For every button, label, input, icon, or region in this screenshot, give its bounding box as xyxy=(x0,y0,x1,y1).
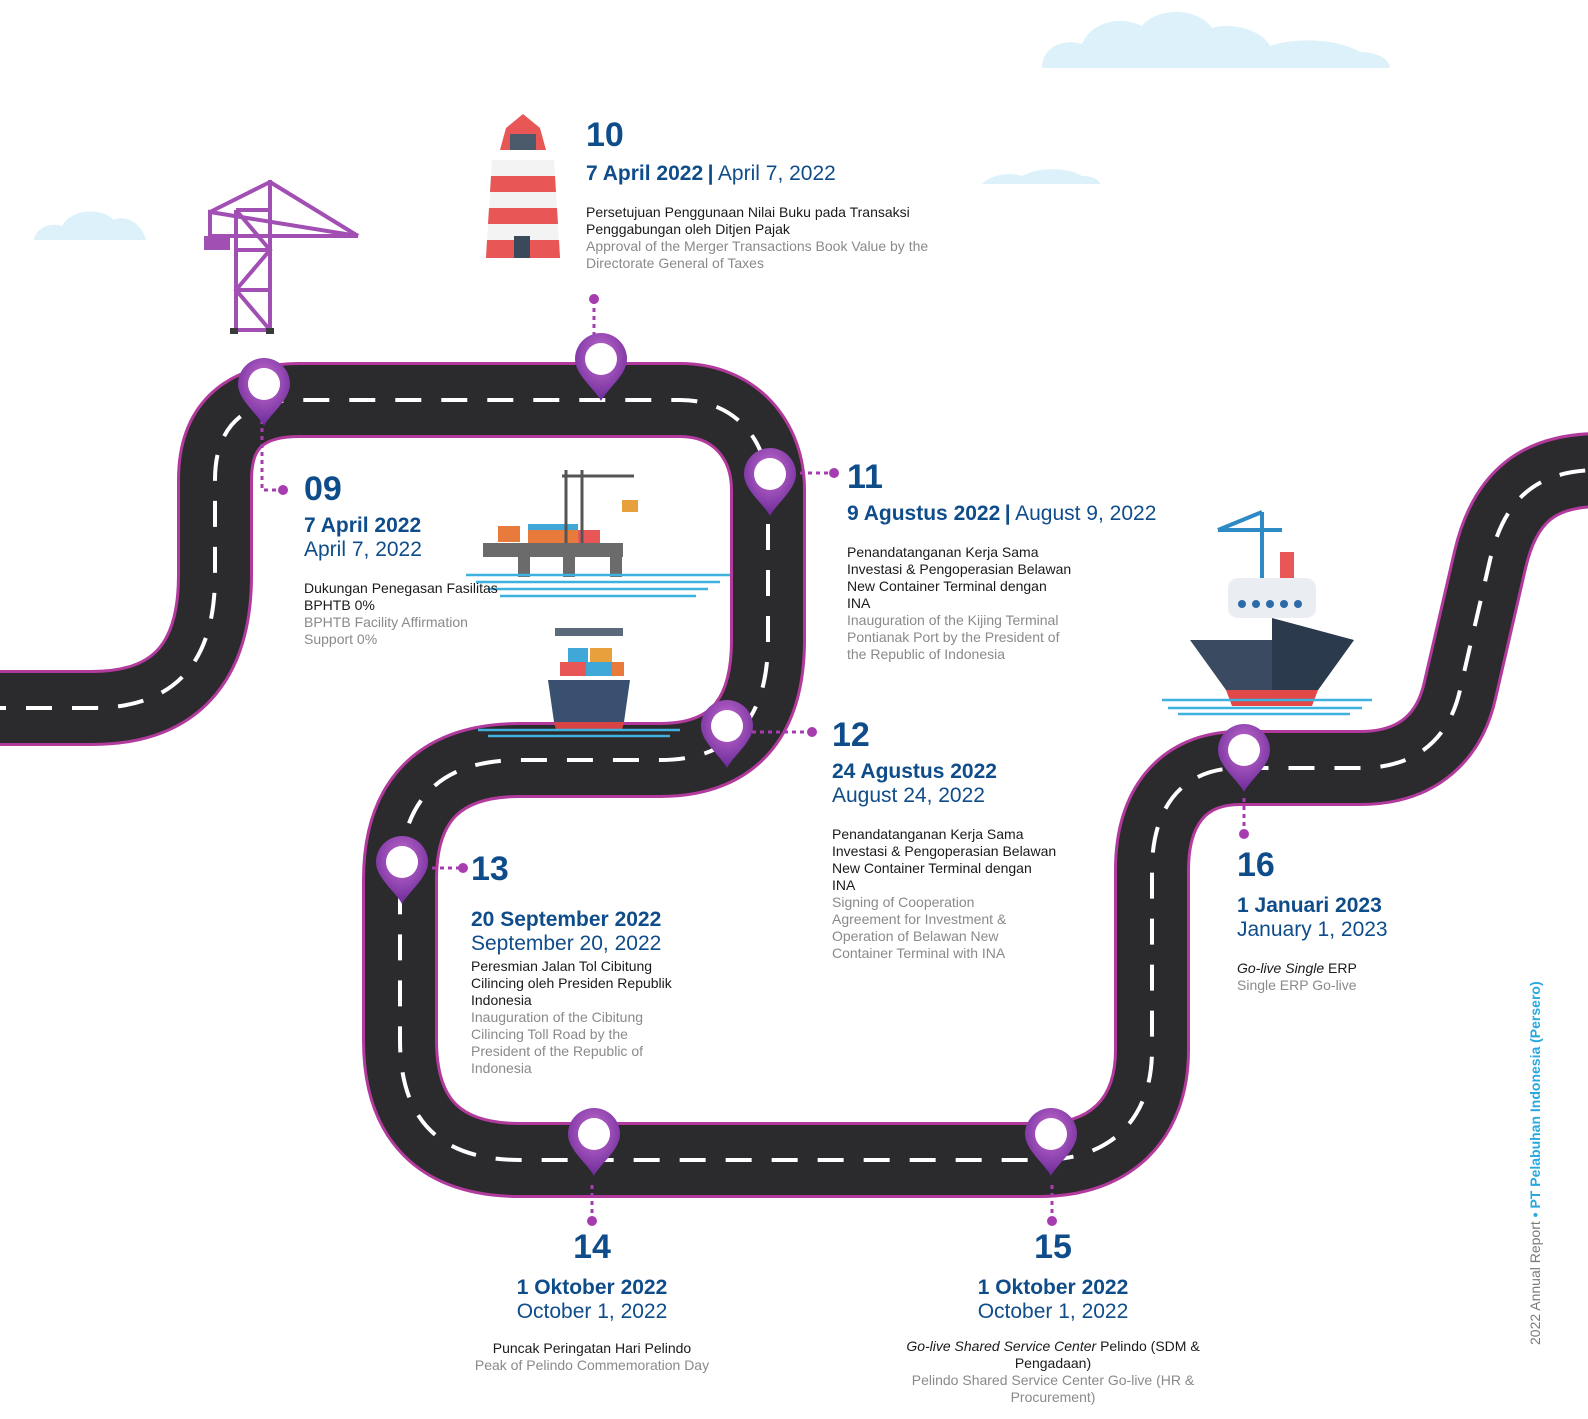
milestone-text-id-italic: Go-live Shared Service Center xyxy=(906,1338,1097,1354)
milestone-number: 14 xyxy=(573,1228,611,1266)
cloud-icon xyxy=(982,169,1100,184)
milestone-date-en: September 20, 2022 xyxy=(471,932,662,955)
milestone-date-id: 7 April 2022 xyxy=(304,514,422,537)
milestone-11: 11 9 Agustus 2022 | August 9, 2022 Penan… xyxy=(847,460,1187,663)
milestone-15: 15 1 Oktober 2022 October 1, 2022 Go-liv… xyxy=(900,1230,1206,1406)
milestone-text-en: Inauguration of the Kijing Terminal Pont… xyxy=(847,612,1060,662)
milestone-text-id: Penandatanganan Kerja Sama Investasi & P… xyxy=(832,826,1057,893)
milestone-text-id: Dukungan Penegasan Fasilitas BPHTB 0% xyxy=(304,580,498,613)
label-bullet: • xyxy=(1527,1212,1543,1218)
report-title: 2022 Annual Report xyxy=(1527,1221,1543,1345)
milestone-date-id: 7 April 2022 xyxy=(586,162,704,185)
milestone-text-en: Peak of Pelindo Commemoration Day xyxy=(474,1357,710,1373)
milestone-14: 14 1 Oktober 2022 October 1, 2022 Puncak… xyxy=(462,1230,722,1374)
connector-lines xyxy=(260,300,1246,1220)
connector-dots xyxy=(278,294,1249,1226)
milestone-number: 11 xyxy=(847,458,883,496)
report-side-label: 2022 Annual Report • PT Pelabuhan Indone… xyxy=(1527,981,1543,1345)
milestone-number: 16 xyxy=(1237,846,1275,884)
milestone-date-en: October 1, 2022 xyxy=(977,1300,1129,1323)
milestone-number: 13 xyxy=(471,850,509,888)
road xyxy=(0,362,1588,1198)
company-name: PT Pelabuhan Indonesia (Persero) xyxy=(1527,981,1543,1209)
milestone-text-id: Penandatanganan Kerja Sama Investasi & P… xyxy=(847,544,1072,611)
milestone-text-en: Single ERP Go-live xyxy=(1237,977,1357,993)
milestone-number: 10 xyxy=(586,116,624,154)
cloud-icon xyxy=(1042,12,1390,68)
milestone-text-id: Go-live Single ERP xyxy=(1237,960,1437,977)
container-ship-icon xyxy=(478,628,680,738)
date-separator: | xyxy=(1004,502,1011,525)
milestone-number: 09 xyxy=(304,470,342,508)
milestone-text-id-rest: ERP xyxy=(1324,960,1357,976)
lighthouse-icon xyxy=(486,114,560,258)
milestone-text-id: Go-live Shared Service Center Pelindo (S… xyxy=(900,1338,1206,1372)
milestone-date-en: August 24, 2022 xyxy=(832,784,985,807)
milestone-number: 15 xyxy=(1034,1228,1072,1266)
milestone-13: 13 20 September 2022 September 20, 2022 … xyxy=(471,852,701,1077)
milestone-text-id: Persetujuan Penggunaan Nilai Buku pada T… xyxy=(586,204,910,237)
milestone-text-en: Pelindo Shared Service Center Go-live (H… xyxy=(911,1372,1195,1405)
cloud-icon xyxy=(34,211,146,240)
milestone-date-en: April 7, 2022 xyxy=(304,538,422,561)
milestone-date-id: 1 Januari 2023 xyxy=(1237,894,1382,917)
milestone-text-id-rest: Pelindo (SDM & Pengadaan) xyxy=(1014,1338,1200,1371)
milestone-date-id: 9 Agustus 2022 xyxy=(847,502,1001,525)
milestone-text-en: Inauguration of the Cibitung Cilincing T… xyxy=(471,1009,644,1076)
milestone-text-id: Peresmian Jalan Tol Cibitung Cilincing o… xyxy=(471,958,672,1008)
milestone-12: 12 24 Agustus 2022 August 24, 2022 Penan… xyxy=(832,718,1072,962)
milestone-date-id: 20 September 2022 xyxy=(471,908,662,931)
cruise-ship-icon xyxy=(1162,510,1372,716)
milestone-10: 10 7 April 2022 | April 7, 2022 Persetuj… xyxy=(586,118,956,272)
milestone-text-en: Signing of Cooperation Agreement for Inv… xyxy=(832,894,1007,961)
milestone-date-en: August 9, 2022 xyxy=(1015,502,1157,525)
milestone-date-id: 24 Agustus 2022 xyxy=(832,760,997,783)
milestone-date-id: 1 Oktober 2022 xyxy=(977,1276,1129,1299)
port-crane-icon xyxy=(204,180,360,334)
milestone-text-en: Approval of the Merger Transactions Book… xyxy=(586,238,929,271)
milestone-date-en: April 7, 2022 xyxy=(717,162,836,185)
milestone-text-id: Puncak Peringatan Hari Pelindo xyxy=(492,1340,692,1356)
milestone-16: 16 1 Januari 2023 January 1, 2023 Go-liv… xyxy=(1237,848,1437,994)
milestone-text-en: BPHTB Facility Affirmation Support 0% xyxy=(304,614,468,647)
date-separator: | xyxy=(707,162,714,185)
port-pier-icon xyxy=(466,470,730,598)
milestone-09: 09 7 April 2022 April 7, 2022 Dukungan P… xyxy=(304,472,504,648)
milestone-date-en: October 1, 2022 xyxy=(516,1300,668,1323)
milestone-number: 12 xyxy=(832,716,870,754)
milestone-text-id-italic: Go-live Single xyxy=(1237,960,1325,976)
milestone-date-en: January 1, 2023 xyxy=(1237,918,1388,941)
milestone-date-id: 1 Oktober 2022 xyxy=(516,1276,668,1299)
